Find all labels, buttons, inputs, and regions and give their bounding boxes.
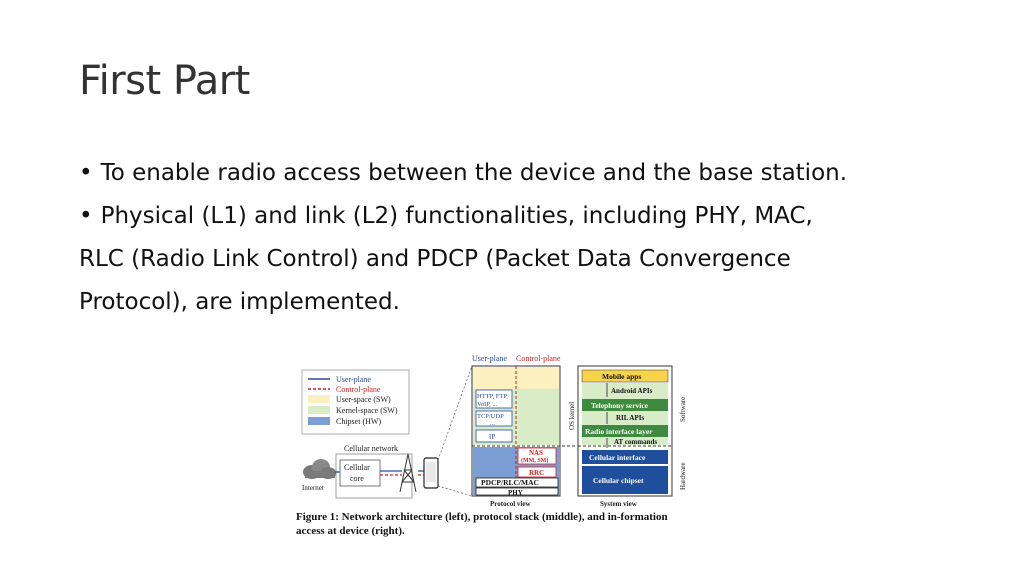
tcp-label-2: ...: [490, 420, 495, 427]
mobile-apps-label: Mobile apps: [602, 372, 641, 381]
at-commands-label: AT commands: [614, 438, 657, 446]
cellular-interface-block: [582, 450, 668, 464]
figure-diagram: User-plane Control-plane User-space (SW)…: [301, 354, 687, 508]
bullet-item: Physical (L1) and link (L2) functionalit…: [79, 195, 959, 238]
phy-block: [475, 487, 559, 496]
legend-chipset: Chipset (HW): [336, 417, 381, 426]
http-label-1: HTTP, FTP,: [477, 393, 508, 400]
user-space-swatch: [308, 395, 330, 403]
zoom-line-top: [437, 365, 473, 461]
proto-control-plane-label: Control-plane: [516, 354, 561, 363]
figure-caption-text: Network architecture (left), protocol st…: [296, 511, 668, 537]
mobile-apps-block: [581, 369, 669, 383]
proto-user-plane-label: User-plane: [472, 354, 507, 363]
cellular-core-label-2: core: [350, 474, 364, 483]
hardware-label: Hardware: [679, 462, 687, 490]
ril-layer-block: [582, 425, 668, 437]
phone-screen: [426, 462, 436, 482]
rrc-block: [517, 466, 557, 478]
ip-block: [475, 429, 513, 443]
cloud-icon: [303, 459, 336, 479]
tcp-label-1: TCP/UDP: [477, 413, 504, 420]
kernel-space-swatch: [308, 406, 330, 414]
figure-caption: Figure 1: Network architecture (left), p…: [296, 510, 696, 538]
slide-title: First Part: [79, 58, 250, 104]
cellular-chipset-block: [582, 466, 668, 494]
pdcp-label: PDCP/RLC/MAC: [481, 478, 539, 487]
chipset-swatch: [308, 417, 330, 425]
cellular-interface-label: Cellular interface: [589, 453, 646, 462]
rrc-label: RRC: [529, 469, 544, 477]
protocol-view-label: Protocol view: [490, 500, 531, 508]
http-label-2: VoIP, ...: [477, 401, 498, 408]
telephony-block: [582, 399, 668, 411]
bullet-item: To enable radio access between the devic…: [79, 152, 959, 195]
legend-user-space: User-space (SW): [336, 395, 391, 404]
ril-layer-label: Radio interface layer: [585, 427, 653, 436]
software-label: Software: [679, 397, 687, 422]
ip-label: IP: [489, 433, 495, 441]
pdcp-block: [475, 477, 559, 488]
figure-number: Figure 1:: [296, 511, 339, 523]
android-apis-label: Android APIs: [611, 387, 653, 395]
phy-label: PHY: [508, 489, 523, 497]
tcp-block: [475, 410, 513, 427]
os-kernel-label: OS kernel: [568, 402, 576, 430]
cellular-network-box: [335, 453, 413, 499]
nas-label-2: (MM, SM): [521, 457, 548, 464]
bullet-continuation: Protocol), are implemented.: [79, 289, 400, 315]
ril-apis-label: RIL APIs: [616, 414, 644, 422]
http-block: [475, 389, 513, 409]
nas-label-1: NAS: [529, 449, 543, 457]
bullet-list: To enable radio access between the devic…: [79, 152, 959, 324]
legend-user-plane: User-plane: [336, 375, 371, 384]
internet-label: Internet: [302, 484, 324, 492]
legend-kernel-space: Kernel-space (SW): [336, 406, 398, 415]
cellular-network-label: Cellular network: [344, 444, 398, 453]
cellular-core-box: [339, 459, 381, 487]
legend-control-plane: Control-plane: [336, 385, 381, 394]
cellular-core-label-1: Cellular: [344, 463, 370, 472]
zoom-line-bottom: [437, 485, 473, 497]
system-view-label: System view: [600, 500, 638, 508]
cell-tower-icon: [399, 453, 417, 493]
cellular-chipset-label: Cellular chipset: [593, 476, 644, 485]
telephony-label: Telephony service: [591, 401, 649, 410]
nas-block: [517, 447, 557, 465]
architecture-figure: User-plane Control-plane User-space (SW)…: [296, 350, 696, 550]
bullet-continuation: RLC (Radio Link Control) and PDCP (Packe…: [79, 246, 791, 272]
